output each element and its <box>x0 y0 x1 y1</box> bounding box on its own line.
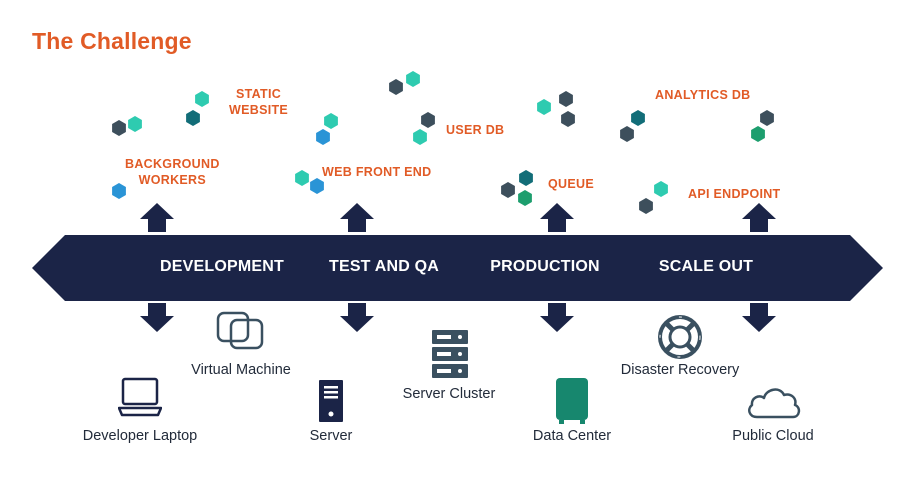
up-arrow-production <box>540 203 574 232</box>
label-data-center: Data Center <box>532 428 612 444</box>
hexagon-cluster-user-db <box>389 71 435 145</box>
label-background-workers: BACKGROUND WORKERS <box>125 156 220 188</box>
virtual-machine-icon <box>216 311 264 350</box>
hexagon-cluster-api-endpoint <box>639 181 668 214</box>
hexagon-cluster-analytics-db <box>620 110 774 142</box>
down-arrow-scale-out <box>742 303 776 332</box>
page-title: The Challenge <box>32 28 192 54</box>
cloud-icon <box>748 388 801 419</box>
label-static: STATIC <box>235 87 282 101</box>
hexagon-cluster-web-front-end <box>295 113 338 194</box>
pipeline-band <box>32 235 883 301</box>
label-user-db: USER DB <box>446 123 505 137</box>
label-server: Server <box>309 428 353 444</box>
stage-test-and-qa: TEST AND QA <box>328 258 440 275</box>
down-arrow-production <box>540 303 574 332</box>
lifebuoy-icon <box>658 315 702 359</box>
hexagon-cluster-static-website <box>186 91 209 126</box>
data-center-icon <box>556 378 588 424</box>
down-arrow-development <box>140 303 174 332</box>
server-cluster-icon <box>432 330 468 378</box>
up-arrow-scale-out <box>742 203 776 232</box>
label-static-website: STATIC WEBSITE <box>229 86 288 118</box>
label-developer-laptop: Developer Laptop <box>82 428 198 444</box>
label-web-front-end: WEB FRONT END <box>322 165 432 179</box>
up-arrow-development <box>140 203 174 232</box>
stage-development: DEVELOPMENT <box>160 258 284 275</box>
label-server-cluster: Server Cluster <box>402 386 496 402</box>
label-queue: QUEUE <box>548 177 594 191</box>
server-icon <box>319 380 343 422</box>
label-public-cloud: Public Cloud <box>732 428 814 444</box>
label-analytics-db: ANALYTICS DB <box>655 88 751 102</box>
label-api-endpoint: API ENDPOINT <box>688 187 781 201</box>
label-background: BACKGROUND <box>125 157 220 171</box>
label-website: WEBSITE <box>229 103 289 117</box>
down-arrow-test-qa <box>340 303 374 332</box>
stage-scale-out: SCALE OUT <box>658 258 754 275</box>
label-virtual-machine: Virtual Machine <box>191 362 291 378</box>
up-arrow-test-qa <box>340 203 374 232</box>
laptop-icon <box>118 377 162 417</box>
label-workers: WORKERS <box>138 173 207 187</box>
stage-production: PRODUCTION <box>490 258 600 275</box>
label-disaster-recovery: Disaster Recovery <box>620 362 740 378</box>
